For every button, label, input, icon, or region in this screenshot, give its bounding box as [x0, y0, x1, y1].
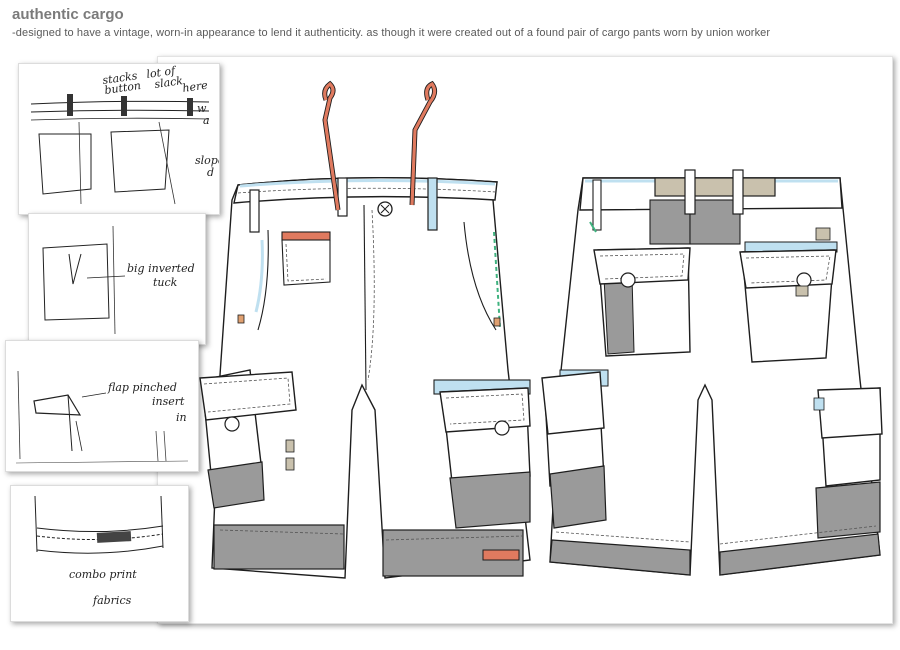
- back-pocket-button: [620, 272, 636, 288]
- sketch-note: stacks: [102, 69, 139, 87]
- sketch-note: a: [203, 114, 210, 127]
- hem-label: [482, 549, 520, 561]
- front-view: [199, 80, 531, 579]
- sketch-note: in: [176, 411, 187, 424]
- sketch-note: d: [207, 166, 214, 179]
- back-right-hem-panel: [719, 533, 881, 576]
- back-left-cargo-flap: [541, 371, 605, 435]
- drawstring-left: [323, 81, 340, 211]
- coin-pocket-trim: [281, 231, 331, 241]
- pocket-button: [494, 420, 510, 436]
- waistband-sketch: stacks button lot of slack here w a slop…: [30, 64, 219, 205]
- back-pocket-button: [796, 272, 812, 288]
- pocket-tuck-sketch: big inverted tuck: [42, 225, 195, 335]
- back-right-pocket-flap: [739, 249, 837, 289]
- back-khaki-patch: [654, 177, 776, 197]
- sketch-note: big inverted: [127, 262, 195, 275]
- page-description: -designed to have a vintage, worn-in app…: [12, 27, 771, 39]
- front-left-pocket-flap: [199, 371, 297, 421]
- sketch-note: slope: [195, 154, 219, 167]
- sketch-card-pocket-tuck: big inverted tuck: [28, 213, 206, 345]
- sketch-card-waistband: stacks button lot of slack here w a slop…: [18, 63, 220, 215]
- drawstring-right: [410, 81, 437, 206]
- belt-loop: [337, 177, 348, 217]
- front-left-hem-panel: [213, 524, 345, 570]
- sketch-note: combo print: [69, 568, 137, 581]
- back-view: [541, 169, 883, 576]
- sketch-card-hem: combo print fabrics: [10, 485, 189, 622]
- sketch-note: tuck: [153, 276, 178, 289]
- back-yoke-right: [689, 199, 741, 245]
- back-belt-loop: [592, 179, 602, 231]
- back-yoke-left: [649, 199, 691, 245]
- sketch-note: lot of: [146, 64, 178, 81]
- page-title: authentic cargo: [12, 6, 124, 23]
- sketch-note: slack: [154, 74, 184, 91]
- belt-loop-blue: [427, 177, 438, 231]
- back-right-cargo-flap: [817, 387, 883, 439]
- sketch-note: here: [182, 78, 209, 94]
- back-label: [815, 227, 831, 241]
- back-belt-loop: [732, 169, 744, 215]
- back-belt-loop: [684, 169, 696, 215]
- sketch-note: button: [104, 79, 142, 97]
- belt-loop: [249, 189, 260, 233]
- sketch-card-flap-insert: flap pinched insert in: [5, 340, 199, 472]
- pocket-button: [224, 416, 240, 432]
- hem-sketch: combo print fabrics: [34, 495, 164, 607]
- back-left-hem-panel: [549, 539, 691, 576]
- flap-insert-sketch: flap pinched insert in: [15, 370, 189, 464]
- back-left-pocket-flap: [593, 247, 691, 285]
- front-right-pocket-flap: [439, 387, 531, 433]
- front-waistband-lining: [239, 178, 496, 188]
- sketch-note: fabrics: [92, 594, 132, 607]
- sketch-note: w: [197, 102, 207, 115]
- sketch-note: insert: [152, 395, 185, 408]
- sketch-note: flap pinched: [107, 381, 177, 394]
